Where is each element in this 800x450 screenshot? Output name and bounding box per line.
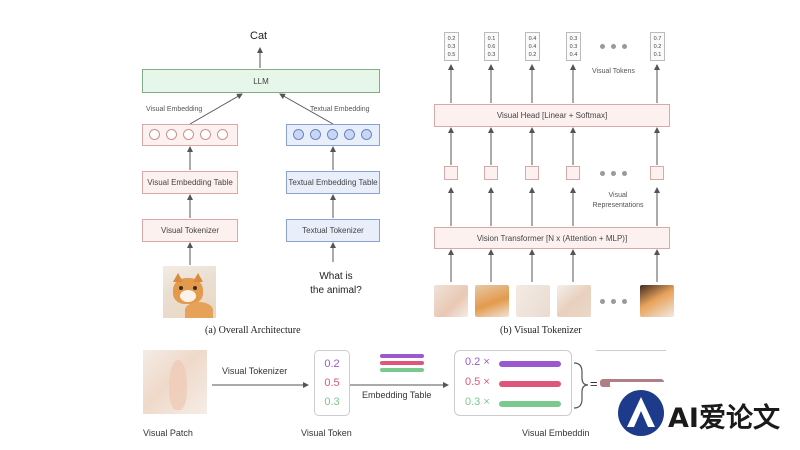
visual-representation (566, 166, 580, 180)
embedding-circle (310, 129, 321, 140)
embedding-circle (361, 129, 372, 140)
question-line-1: What is (319, 271, 353, 282)
visual-head-label: Visual Head [Linear + Softmax] (496, 111, 608, 120)
weighted-bar-purple (499, 361, 561, 367)
visual-head-box: Visual Head [Linear + Softmax] (434, 104, 670, 127)
embedding-circle (217, 129, 228, 140)
visual-embedding-table-box: Visual Embedding Table (142, 171, 238, 194)
weighted-bar-pink (499, 381, 561, 387)
visual-tokenizer-box: Visual Tokenizer (142, 219, 238, 242)
visual-embedding-table-label: Visual Embedding Table (147, 178, 233, 187)
question-line-2: the animal? (310, 285, 362, 296)
watermark-text: AI爱论文 (668, 403, 780, 434)
ellipsis-dot (600, 299, 605, 304)
embedding-table-label: Embedding Table (362, 390, 432, 400)
visual-representation (484, 166, 498, 180)
textual-embedding-label: Textual Embedding (310, 106, 370, 113)
llm-box: LLM (142, 69, 380, 93)
ellipsis-dot (611, 171, 616, 176)
cat-image (163, 266, 216, 318)
ellipsis-dot (611, 299, 616, 304)
weighted-row-pink: 0.5 × (465, 376, 490, 388)
image-patch (640, 285, 674, 317)
visual-representation (525, 166, 539, 180)
textual-embedding-table-label: Textual Embedding Table (288, 178, 378, 187)
weighted-row-green: 0.3 × (465, 396, 490, 408)
token-prob-green: 0.3 (324, 395, 340, 408)
image-patch (434, 285, 468, 317)
embedding-circle (183, 129, 194, 140)
bottom-visual-tokenizer-label: Visual Tokenizer (222, 366, 288, 376)
vision-transformer-box: Vision Transformer [N x (Attention + MLP… (434, 227, 670, 249)
textual-emb-to-llm-arrow (279, 93, 334, 125)
visual-emb-to-llm-arrow (189, 93, 243, 125)
visual-embedding-vector (142, 124, 238, 146)
weighted-bar-green (499, 401, 561, 407)
image-patch (475, 285, 509, 317)
caption-visual-tokenizer: (b) Visual Tokenizer (500, 325, 582, 336)
embedding-table-bar-purple (380, 354, 424, 358)
token-prob-purple: 0.2 (324, 357, 340, 370)
embedding-circle (166, 129, 177, 140)
textual-tokenizer-box: Textual Tokenizer (286, 219, 380, 242)
ellipsis-dot (600, 171, 605, 176)
embedding-table-bar-pink (380, 361, 424, 365)
token-prob-pink: 0.5 (324, 376, 340, 389)
visual-representations-label: Visual Representations (592, 192, 644, 209)
ellipsis-dot (600, 44, 605, 49)
question-text: What is the animal? (306, 270, 366, 298)
ellipsis-dot (622, 44, 627, 49)
ellipsis-dot (622, 171, 627, 176)
ellipsis-dot (611, 44, 616, 49)
image-patch (516, 285, 550, 317)
embedding-table-bar-green (380, 368, 424, 372)
sum-brace (573, 362, 589, 409)
textual-embedding-vector (286, 124, 380, 146)
textual-embedding-table-box: Textual Embedding Table (286, 171, 380, 194)
embedding-circle (344, 129, 355, 140)
vision-transformer-label: Vision Transformer [N x (Attention + MLP… (476, 233, 628, 243)
output-label: Cat (250, 30, 268, 42)
visual-representation (650, 166, 664, 180)
embedding-circle (327, 129, 338, 140)
llm-label: LLM (253, 76, 269, 86)
embedding-circle (293, 129, 304, 140)
image-patch (557, 285, 591, 317)
weighted-row-purple: 0.2 × (465, 356, 490, 368)
visual-token-label: Visual Token (301, 428, 352, 438)
embedding-circle (200, 129, 211, 140)
caption-overall-architecture: (a) Overall Architecture (205, 325, 301, 336)
visual-tokenizer-label: Visual Tokenizer (161, 226, 219, 235)
visual-embedding-label: Visual Embedding (146, 106, 203, 113)
visual-embedding-result-frame (596, 350, 666, 416)
equals-sign: = (590, 376, 598, 391)
visual-embedding-label: Visual Embeddin (522, 428, 590, 438)
visual-tokens-label: Visual Tokens (592, 68, 635, 75)
visual-representation (444, 166, 458, 180)
weighted-sum-card: 0.2 × 0.5 × 0.3 × (454, 350, 572, 416)
watermark-logo-icon (618, 390, 664, 436)
visual-patch-label: Visual Patch (143, 428, 193, 438)
embedding-circle (149, 129, 160, 140)
visual-token-card: 0.2 0.5 0.3 (314, 350, 350, 416)
watermark: AI爱论文 (610, 382, 800, 450)
textual-tokenizer-label: Textual Tokenizer (302, 226, 364, 235)
visual-patch-image (143, 350, 207, 414)
ellipsis-dot (622, 299, 627, 304)
